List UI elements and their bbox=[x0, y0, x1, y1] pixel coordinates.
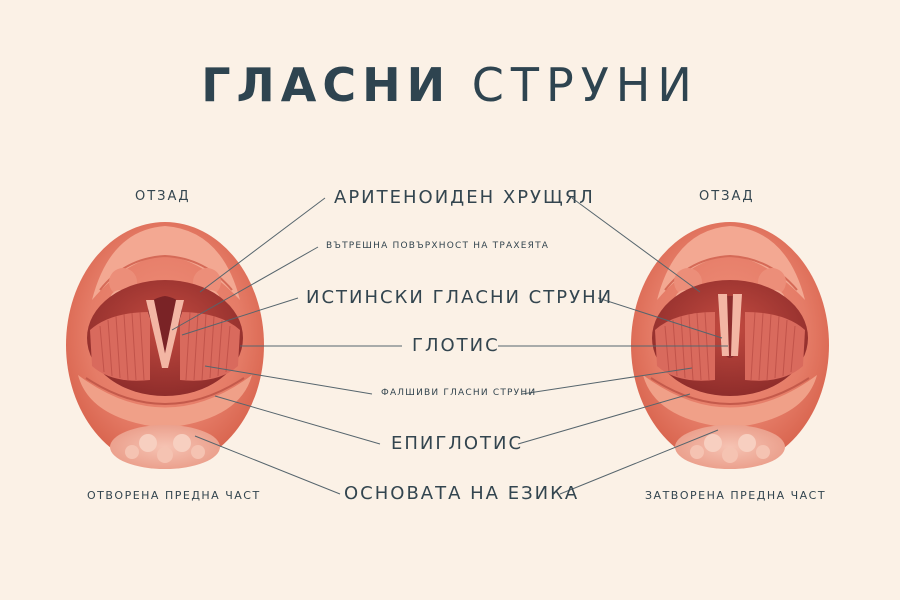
leader-tongue-left bbox=[194, 435, 341, 495]
label-true-vocal-cords: ИСТИНСКИ ГЛАСНИ СТРУНИ bbox=[306, 287, 614, 308]
larynx-open bbox=[66, 222, 264, 469]
right-bottom-label: ЗАТВОРЕНА ПРЕДНА ЧАСТ bbox=[645, 489, 827, 502]
leader-arytenoid-left bbox=[199, 197, 326, 293]
leader-true-cords-left bbox=[181, 297, 299, 336]
label-epiglottis: ЕПИГЛОТИС bbox=[391, 433, 524, 454]
leader-tongue-right bbox=[559, 429, 719, 495]
leader-epiglottis-left bbox=[214, 395, 381, 445]
label-glottis: ГЛОТИС bbox=[412, 335, 500, 356]
right-top-label: ОТЗАД bbox=[699, 189, 755, 204]
leader-trachea bbox=[171, 246, 319, 331]
left-bottom-label: ОТВОРЕНА ПРЕДНА ЧАСТ bbox=[87, 489, 261, 502]
leader-lines bbox=[171, 197, 728, 495]
label-trachea-inner-surface: ВЪТРЕШНА ПОВЪРХНОСТ НА ТРАХЕЯТА bbox=[326, 241, 550, 251]
leader-epiglottis-right bbox=[517, 393, 691, 445]
page-title: ГЛАСНИ СТРУНИ bbox=[0, 58, 900, 112]
left-top-label: ОТЗАД bbox=[135, 189, 191, 204]
leader-false-cords-left bbox=[204, 365, 373, 395]
leader-true-cords-right bbox=[597, 297, 723, 339]
leader-arytenoid-right bbox=[571, 197, 701, 293]
title-bold: ГЛАСНИ bbox=[201, 58, 452, 112]
larynx-closed bbox=[631, 222, 829, 469]
label-false-vocal-cords: ФАЛШИВИ ГЛАСНИ СТРУНИ bbox=[381, 388, 537, 398]
label-arytenoid-cartilage: АРИТЕНОИДЕН ХРУЩЯЛ bbox=[334, 187, 595, 208]
leader-false-cords-right bbox=[521, 367, 693, 395]
title-light: СТРУНИ bbox=[471, 58, 699, 112]
label-tongue-base: ОСНОВАТА НА ЕЗИКА bbox=[344, 483, 580, 504]
